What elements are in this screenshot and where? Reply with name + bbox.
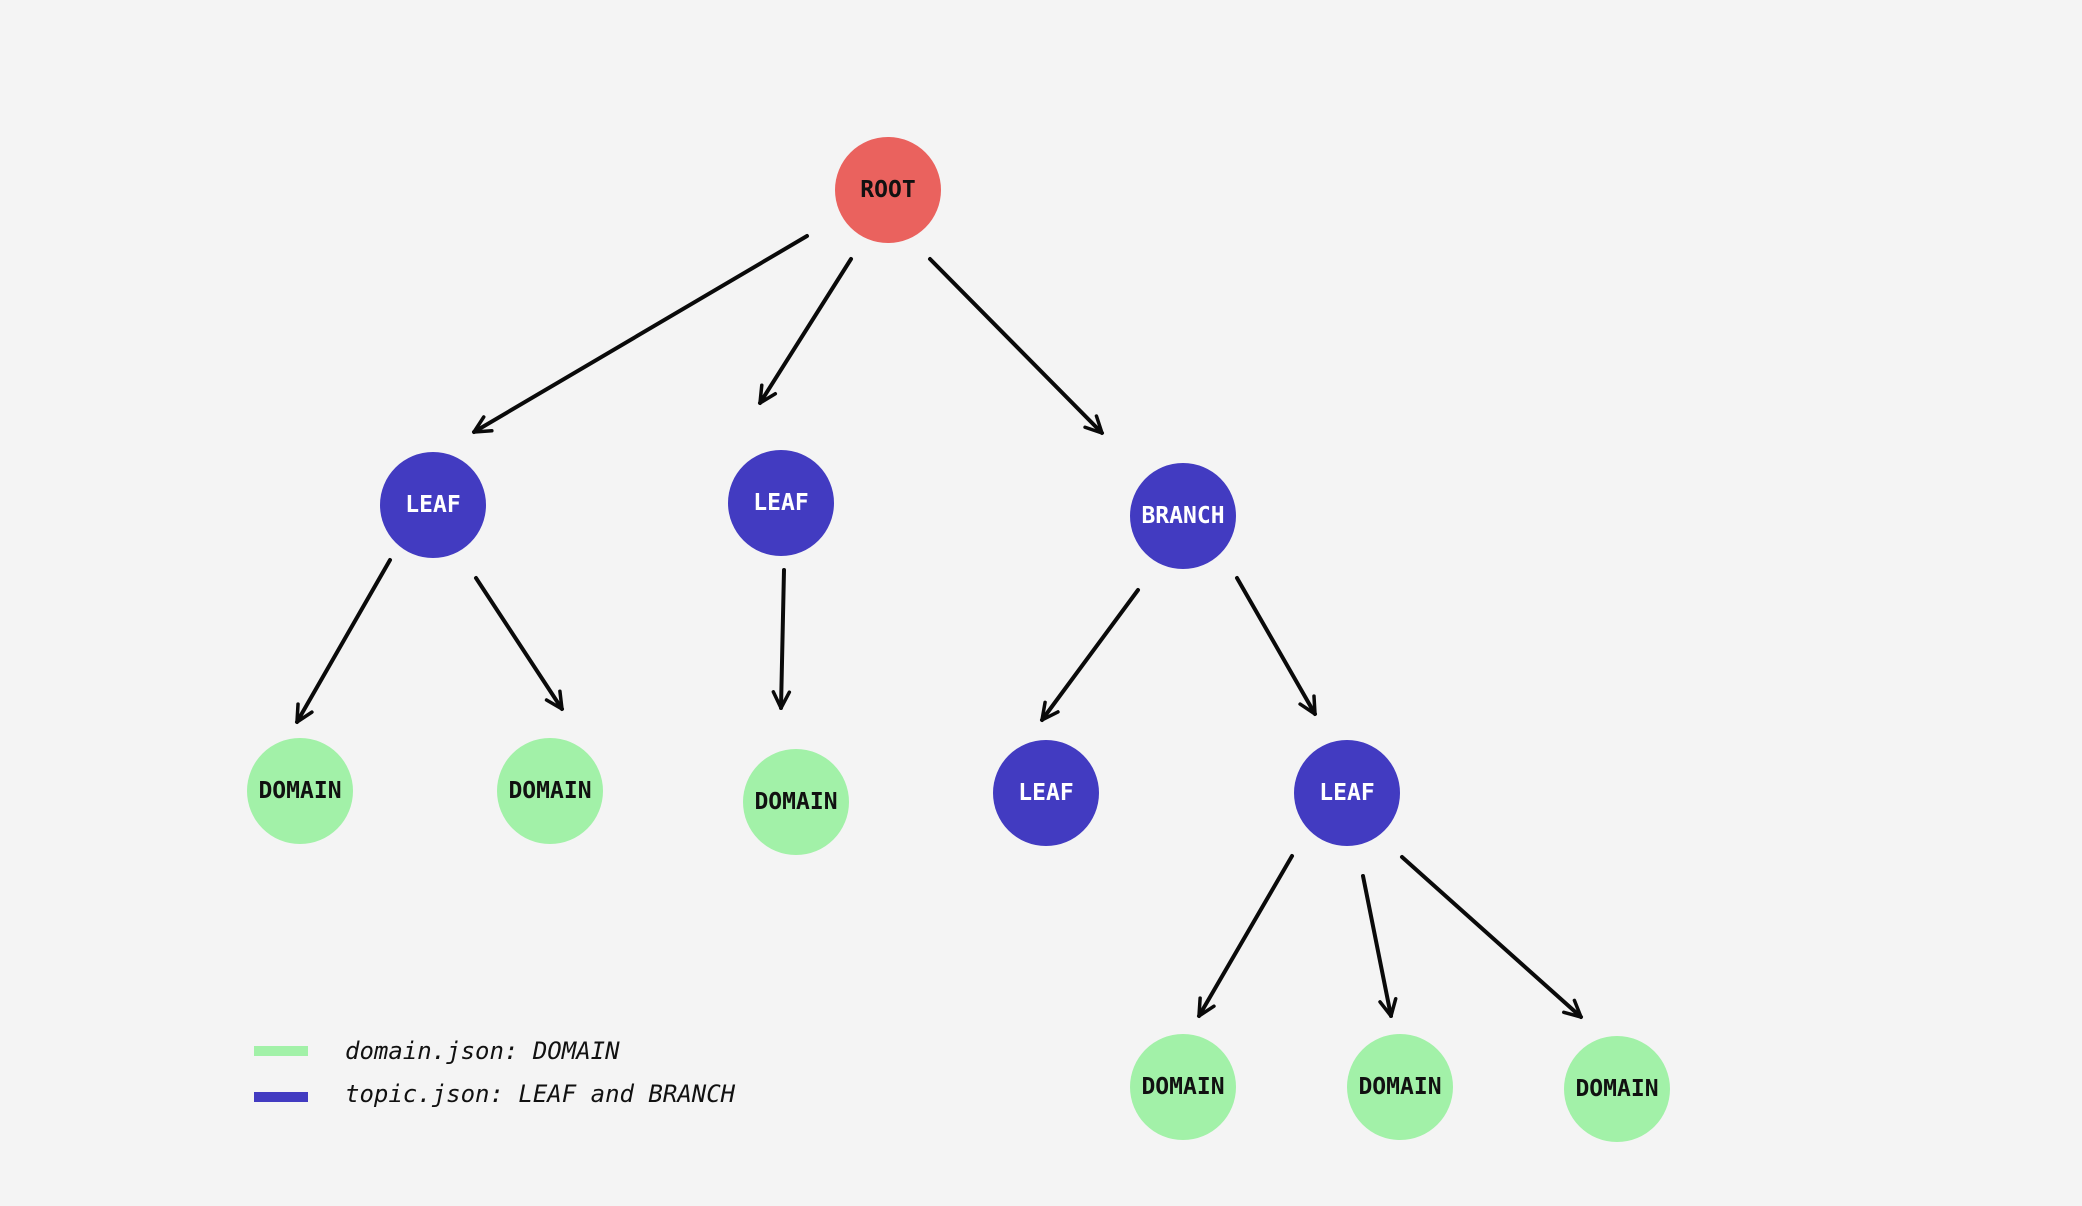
node-circle-domain-2 — [497, 738, 603, 844]
legend-item-domain: domain.json: DOMAIN — [254, 1037, 620, 1065]
node-label-domain-6: DOMAIN — [1575, 1076, 1658, 1102]
node-label-domain-3: DOMAIN — [754, 789, 837, 815]
arrow-root-to-branch-1 — [928, 257, 1104, 435]
node-leaf-4: LEAF — [1294, 740, 1400, 846]
node-circle-domain-3 — [743, 749, 849, 855]
node-leaf-3: LEAF — [993, 740, 1099, 846]
node-leaf-2: LEAF — [728, 450, 834, 556]
node-label-domain-2: DOMAIN — [508, 778, 591, 804]
node-circle-leaf-4 — [1294, 740, 1400, 846]
node-domain-2: DOMAIN — [497, 738, 603, 844]
arrow-leaf-2-to-domain-3 — [771, 568, 792, 710]
node-circle-branch-1 — [1130, 463, 1236, 569]
node-label-leaf-2: LEAF — [753, 490, 808, 516]
node-domain-4: DOMAIN — [1130, 1034, 1236, 1140]
legend-label-domain: domain.json: DOMAIN — [345, 1037, 620, 1065]
edges — [295, 234, 1583, 1019]
node-circle-leaf-3 — [993, 740, 1099, 846]
arrow-leaf-4-to-domain-4 — [1197, 854, 1294, 1018]
arrow-branch-1-to-leaf-3 — [1040, 588, 1140, 722]
node-circle-root — [835, 137, 941, 243]
node-circle-leaf-1 — [380, 452, 486, 558]
node-label-domain-1: DOMAIN — [258, 778, 341, 804]
node-circle-domain-4 — [1130, 1034, 1236, 1140]
arrow-leaf-4-to-domain-5 — [1361, 874, 1398, 1018]
arrow-leaf-4-to-domain-6 — [1400, 855, 1583, 1019]
node-label-domain-5: DOMAIN — [1358, 1074, 1441, 1100]
node-circle-leaf-2 — [728, 450, 834, 556]
node-label-branch-1: BRANCH — [1141, 503, 1224, 529]
node-root: ROOT — [835, 137, 941, 243]
node-branch-1: BRANCH — [1130, 463, 1236, 569]
node-leaf-1: LEAF — [380, 452, 486, 558]
node-circle-domain-5 — [1347, 1034, 1453, 1140]
node-circle-domain-1 — [247, 738, 353, 844]
legend-item-topic: topic.json: LEAF and BRANCH — [254, 1080, 736, 1108]
node-label-leaf-1: LEAF — [405, 492, 460, 518]
node-domain-5: DOMAIN — [1347, 1034, 1453, 1140]
node-label-leaf-4: LEAF — [1319, 780, 1374, 806]
arrow-leaf-1-to-domain-2 — [474, 576, 564, 711]
node-label-root: ROOT — [860, 177, 915, 203]
node-label-leaf-3: LEAF — [1018, 780, 1073, 806]
node-label-domain-4: DOMAIN — [1141, 1074, 1224, 1100]
node-circle-domain-6 — [1564, 1036, 1670, 1142]
arrow-leaf-1-to-domain-1 — [295, 558, 392, 724]
arrow-branch-1-to-leaf-4 — [1235, 576, 1317, 716]
arrow-root-to-leaf-1 — [472, 234, 809, 434]
legend: domain.json: DOMAIN topic.json: LEAF and… — [254, 1037, 736, 1108]
nodes: ROOT LEAF LEAF BRANCH DOMAIN DOMAIN DOMAIN LEAF… — [247, 137, 1670, 1142]
arrow-root-to-leaf-2 — [758, 257, 853, 405]
legend-swatch-topic — [254, 1092, 308, 1102]
node-domain-3: DOMAIN — [743, 749, 849, 855]
node-domain-6: DOMAIN — [1564, 1036, 1670, 1142]
legend-label-topic: topic.json: LEAF and BRANCH — [345, 1080, 736, 1108]
legend-swatch-domain — [254, 1046, 308, 1056]
node-domain-1: DOMAIN — [247, 738, 353, 844]
